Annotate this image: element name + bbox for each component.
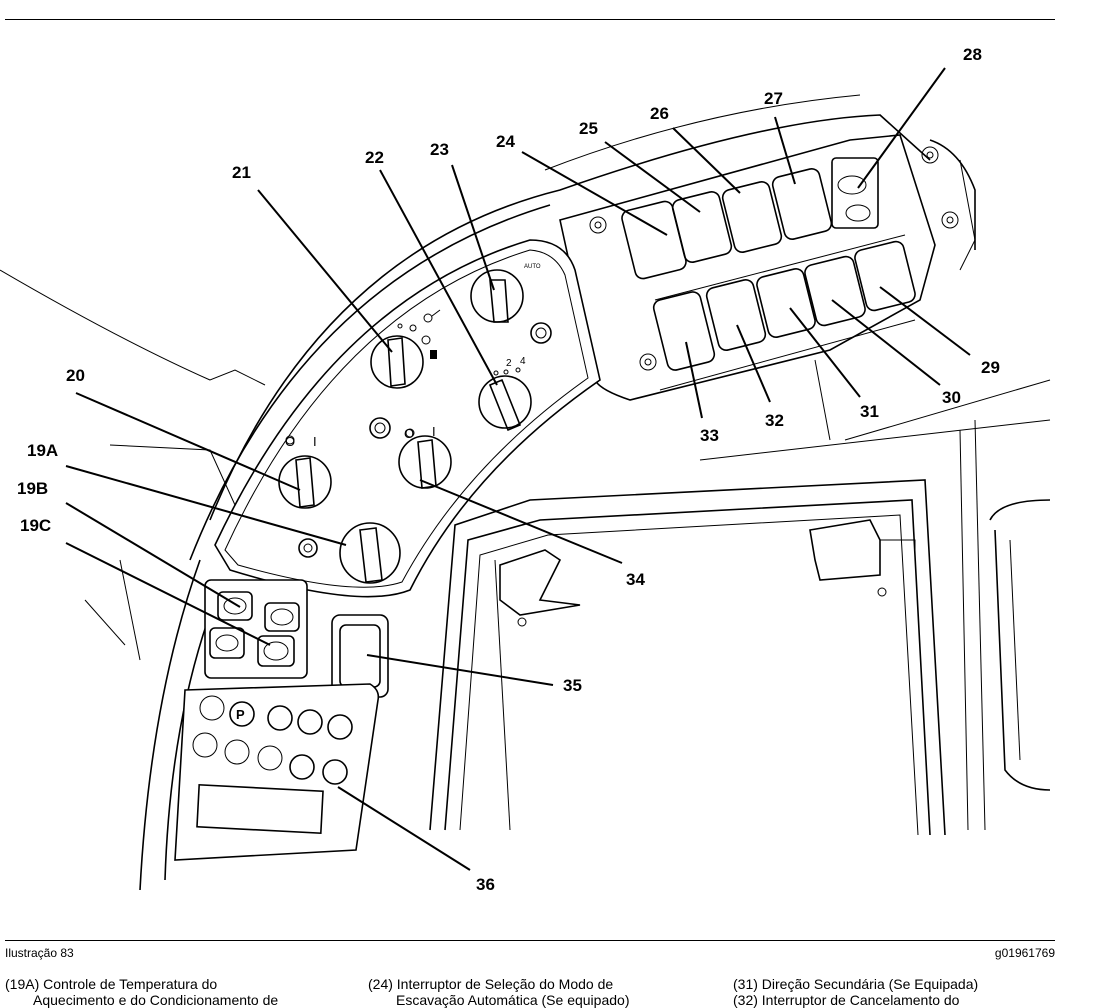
dial-34-on-mark: I <box>432 424 436 439</box>
dial-20-off-mark: O <box>285 434 295 449</box>
callout-21: 21 <box>232 163 251 182</box>
figure-caption: Ilustração 83 <box>5 946 74 960</box>
legend-col3-line2: (32) Interruptor de Cancelamento do <box>733 992 960 1008</box>
legend-column-3: (31) Direção Secundária (Se Equipada) (3… <box>733 976 978 1008</box>
callout-26: 26 <box>650 104 669 123</box>
gear-2-mark: 2 <box>506 358 512 369</box>
callout-35: 35 <box>563 676 582 695</box>
callout-36: 36 <box>476 875 495 894</box>
callout-31: 31 <box>860 402 879 421</box>
svg-text:P: P <box>236 707 245 722</box>
callout-19b: 19B <box>17 479 48 498</box>
callout-32: 32 <box>765 411 784 430</box>
callout-20: 20 <box>66 366 85 385</box>
figure-image-code: g01961769 <box>994 946 1055 960</box>
dial-20-on-mark: I <box>313 434 317 449</box>
cab-control-panel-illustration: AUTO O I O I 2 4 P <box>0 45 1051 894</box>
callout-25: 25 <box>579 119 598 138</box>
callout-labels: 20 19A 19B 19C 21 22 23 24 25 26 27 28 2… <box>17 45 1000 894</box>
cab-structure <box>0 94 1051 891</box>
switch-35 <box>331 614 389 698</box>
top-rule <box>5 19 1055 20</box>
callout-24: 24 <box>496 132 515 151</box>
callout-34: 34 <box>626 570 645 589</box>
rotary-control-panel <box>214 239 601 598</box>
callout-28: 28 <box>963 45 982 64</box>
callout-33: 33 <box>700 426 719 445</box>
caption-rule <box>5 940 1055 941</box>
callout-19a: 19A <box>27 441 58 460</box>
fuel-icon <box>430 350 437 359</box>
legend-col2-line2: Escavação Automática (Se equipado) <box>396 992 630 1008</box>
callout-22: 22 <box>365 148 384 167</box>
callout-30: 30 <box>942 388 961 407</box>
switch-block-19 <box>204 579 308 679</box>
gear-4-mark: 4 <box>520 356 526 367</box>
callout-29: 29 <box>981 358 1000 377</box>
key-icon <box>423 309 441 323</box>
legend-col1-line2: Aquecimento e do Condicionamento de <box>33 992 279 1008</box>
callout-leaders <box>65 67 971 871</box>
legend-col2-line1: (24) Interruptor de Seleção do Modo de <box>368 976 614 992</box>
upper-switch-panel <box>559 134 959 401</box>
callout-19c: 19C <box>20 516 51 535</box>
legend-col3-line1: (31) Direção Secundária (Se Equipada) <box>733 976 979 992</box>
callout-27: 27 <box>764 89 783 108</box>
indicator-panel-36: P <box>174 683 380 861</box>
legend-col1-line1: (19A) Controle de Temperatura do <box>5 976 218 992</box>
legend-column-2: (24) Interruptor de Seleção do Modo de E… <box>368 976 629 1008</box>
callout-23: 23 <box>430 140 449 159</box>
auto-mark: AUTO <box>524 264 541 270</box>
dial-34-off-mark: O <box>404 426 414 441</box>
legend-column-1: (19A) Controle de Temperatura do Aquecim… <box>5 976 278 1008</box>
